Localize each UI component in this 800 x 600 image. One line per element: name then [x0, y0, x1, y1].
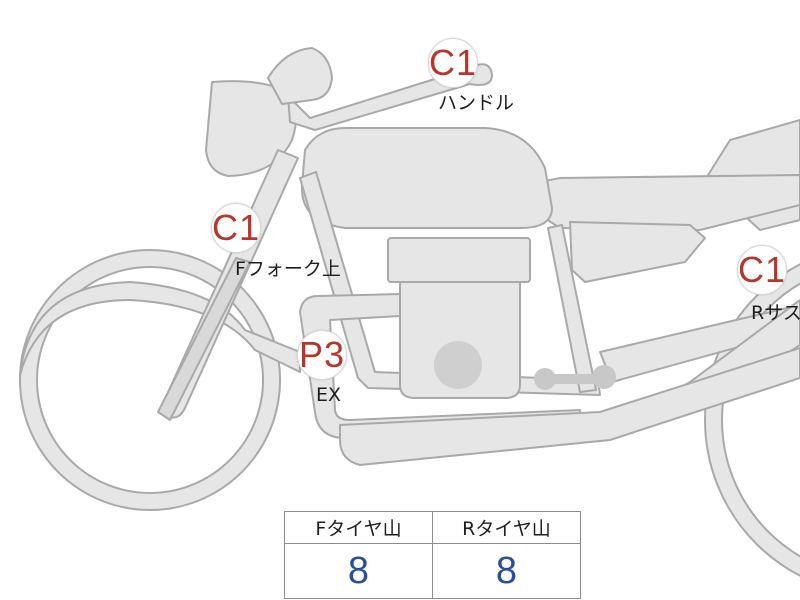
- marker-code-exhaust: P3: [297, 330, 347, 380]
- marker-code-handlebar: C1: [428, 38, 478, 88]
- table-header-row: Fタイヤ山 Rタイヤ山: [284, 511, 581, 544]
- marker-code-fork-top: C1: [211, 203, 261, 253]
- fuel-tank: [300, 127, 553, 229]
- table-row: 8 8: [284, 543, 581, 599]
- value-rear-tire: 8: [432, 543, 581, 599]
- marker-label-exhaust: EX: [316, 384, 342, 406]
- header-rear-tire: Rタイヤ山: [432, 511, 581, 544]
- header-front-tire: Fタイヤ山: [284, 511, 433, 544]
- marker-code-rear-suspension: C1: [737, 245, 787, 295]
- value-front-tire: 8: [284, 543, 433, 599]
- muffler: [339, 347, 800, 466]
- headlight: [205, 80, 298, 177]
- side-cover: [569, 221, 706, 283]
- marker-label-rear-suspension: Rサス: [751, 302, 800, 324]
- engine-top: [387, 237, 531, 283]
- tire-tread-table: Fタイヤ山 Rタイヤ山 8 8: [284, 511, 581, 599]
- engine-block: [399, 281, 521, 399]
- marker-label-fork-top: Fフォーク上: [235, 258, 341, 280]
- steering-head: [267, 47, 333, 105]
- marker-label-handlebar: ハンドル: [438, 92, 515, 114]
